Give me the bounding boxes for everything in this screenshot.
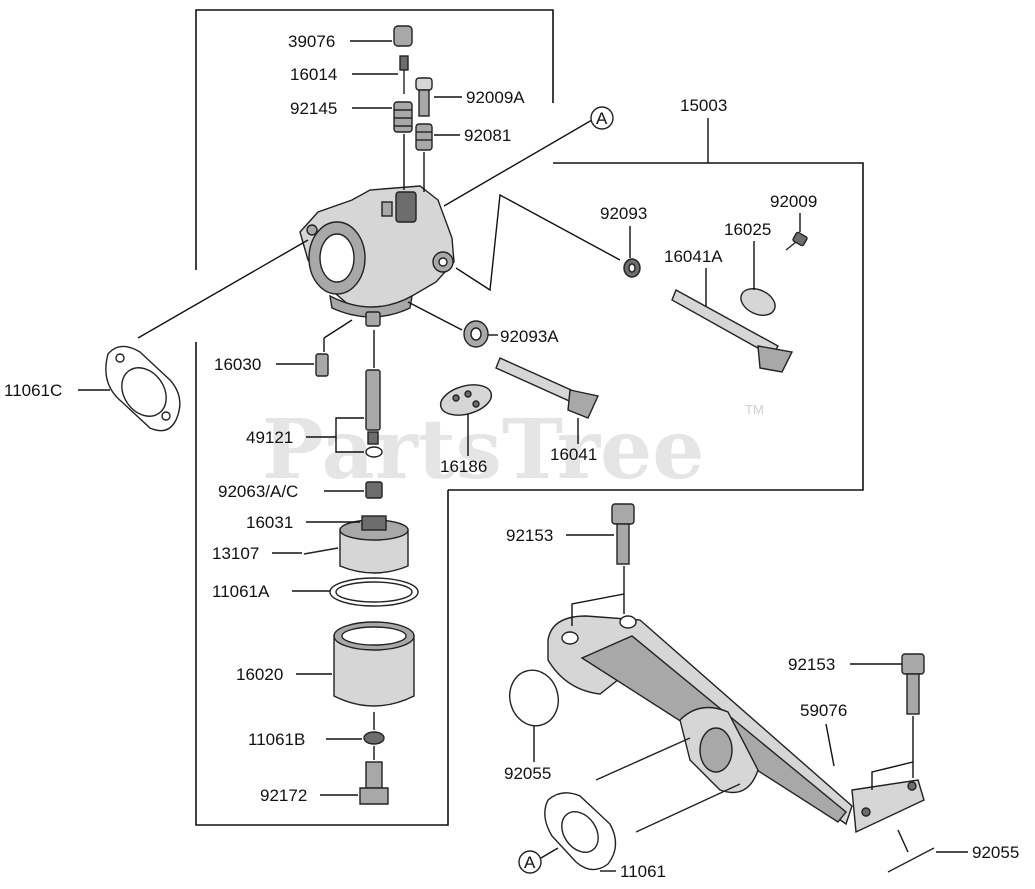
leader-92093A-line — [407, 301, 463, 331]
label-11061C: 11061C — [4, 381, 62, 400]
part-16186-plate — [439, 384, 493, 416]
leader-shaft-assembly — [455, 193, 621, 292]
part-16014-needle — [399, 55, 409, 94]
label-16020: 16020 — [236, 665, 283, 684]
label-39076: 39076 — [288, 32, 335, 51]
leader-49121-b — [335, 437, 364, 453]
label-16041: 16041 — [550, 445, 597, 464]
part-16020-float-bowl — [333, 621, 415, 707]
leader-A-bottom — [540, 847, 559, 859]
label-92063: 92063/A/C — [218, 482, 298, 501]
watermark-text: PartsTree — [262, 402, 704, 498]
part-16041A-shaft — [671, 289, 794, 373]
carburetor-group-box-lower — [195, 342, 449, 826]
watermark-trademark: TM — [745, 402, 764, 417]
part-11061C-gasket — [105, 345, 181, 432]
callout-A-top-letter: A — [596, 109, 608, 128]
leader-92055-pin — [897, 829, 909, 853]
label-13107: 13107 — [212, 544, 259, 563]
part-92055-oring — [509, 669, 559, 727]
part-16025-plate — [740, 288, 776, 316]
label-11061B: 11061B — [248, 730, 305, 749]
label-11061A: 11061A — [212, 582, 270, 601]
part-16030-jet — [315, 353, 329, 377]
part-39076-cap — [393, 25, 413, 47]
label-16031: 16031 — [246, 513, 293, 532]
leader-49121-a — [306, 417, 364, 438]
label-92145: 92145 — [290, 99, 337, 118]
label-92093: 92093 — [600, 204, 647, 223]
part-49121-oring — [365, 446, 383, 458]
callout-A-top — [590, 106, 614, 130]
part-92145-spring — [393, 101, 413, 133]
part-11061B-washer — [363, 731, 385, 745]
label-92009A: 92009A — [466, 88, 525, 107]
label-92009: 92009 — [770, 192, 817, 211]
part-49121-emulsion-tube — [365, 369, 381, 445]
label-16025: 16025 — [724, 220, 771, 239]
leader-11061C-body — [137, 239, 309, 339]
part-92081-spring — [415, 123, 433, 151]
carburetor-body — [299, 185, 455, 327]
part-92093-seal — [623, 258, 641, 278]
part-92009-screw — [785, 231, 808, 251]
label-92172: 92172 — [260, 786, 307, 805]
part-92153-bolt-left — [611, 503, 635, 565]
label-92153-right: 92153 — [788, 655, 835, 674]
carburetor-group-box — [195, 9, 554, 270]
leader-92153-right-bracket — [871, 761, 914, 790]
part-13107-pin — [303, 547, 339, 555]
callout-A-bottom-letter: A — [524, 853, 536, 872]
part-92093A-seal — [463, 320, 489, 348]
part-59076-intake-manifold — [547, 615, 925, 834]
part-92009A-screw — [415, 77, 433, 117]
part-92055-pin — [887, 847, 935, 873]
callout-A-bottom — [518, 850, 542, 874]
label-92153-left: 92153 — [506, 526, 553, 545]
label-11061: 11061 — [620, 862, 666, 881]
leader-16030-body — [323, 319, 353, 339]
part-92153-bolt-right — [901, 653, 925, 715]
leader-59076 — [825, 723, 835, 767]
label-92055-left: 92055 — [504, 764, 551, 783]
part-studs — [595, 737, 741, 833]
label-16030: 16030 — [214, 355, 261, 374]
label-92093A: 92093A — [500, 327, 559, 346]
part-92063-jet — [365, 481, 383, 499]
part-16031-float — [339, 515, 409, 574]
label-92055-right: 92055 — [972, 843, 1019, 862]
part-92172-bolt — [359, 761, 389, 805]
label-59076: 59076 — [800, 701, 847, 720]
label-49121: 49121 — [246, 428, 293, 447]
label-16041A: 16041A — [664, 247, 723, 266]
leader-A-top — [443, 119, 593, 207]
label-92081: 92081 — [464, 126, 511, 145]
label-16014: 16014 — [290, 65, 337, 84]
label-15003: 15003 — [680, 96, 727, 115]
part-11061-gasket — [544, 792, 617, 871]
part-11061A-gasket-inner — [335, 581, 413, 603]
leader-92153-left-bracket — [571, 593, 625, 626]
part-16041-shaft — [495, 357, 599, 419]
label-16186: 16186 — [440, 457, 487, 476]
